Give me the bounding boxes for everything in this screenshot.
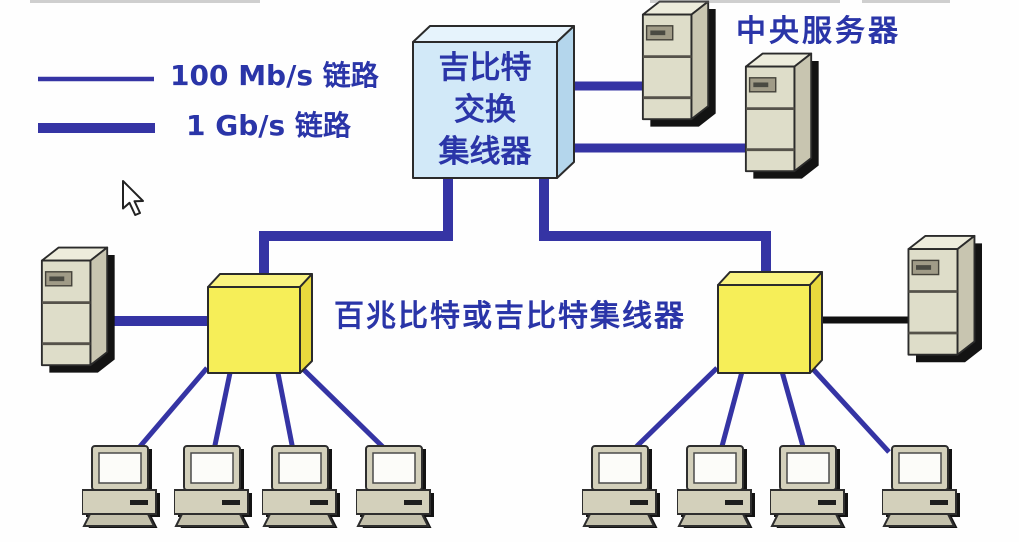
gigabit-switch-hub bbox=[412, 25, 575, 179]
link-left-hub-to-pc1 bbox=[135, 366, 209, 452]
hub-front-face bbox=[412, 41, 558, 179]
video-artifact bbox=[30, 0, 260, 3]
link-right-hub-to-pc7 bbox=[778, 367, 807, 451]
video-artifact bbox=[862, 0, 950, 3]
workstation-1 bbox=[82, 445, 161, 528]
link-left-hub-to-pc2 bbox=[211, 367, 234, 451]
link-left-hub-to-pc3 bbox=[274, 367, 296, 451]
gigabit-hub-label-line2: 交换 bbox=[454, 92, 516, 128]
workstation-4 bbox=[356, 445, 435, 528]
link-right-hub-to-pc8 bbox=[810, 366, 891, 454]
right-hub-top-face bbox=[717, 271, 823, 286]
central-server-1 bbox=[641, 0, 718, 129]
right-hub-front-face bbox=[717, 284, 811, 374]
gigabit-hub-label: 吉比特 交换 集线器 bbox=[413, 44, 557, 176]
central-server-2 bbox=[744, 52, 821, 181]
hub-side-face bbox=[556, 25, 575, 179]
legend-label-1gbps: 1 Gb/s 链路 bbox=[186, 109, 351, 142]
link-hub-to-left-hub bbox=[259, 170, 453, 292]
right-server bbox=[907, 234, 984, 364]
left-regional-hub bbox=[207, 273, 313, 374]
left-hub-top-face bbox=[207, 273, 313, 288]
workstation-6 bbox=[677, 445, 756, 528]
left-server bbox=[40, 246, 117, 375]
link-right-hub-to-pc5 bbox=[631, 366, 719, 452]
link-hub-to-right-hub bbox=[539, 170, 771, 292]
workstation-3 bbox=[262, 445, 341, 528]
left-hub-side-face bbox=[299, 273, 313, 374]
gigabit-hub-label-line3: 集线器 bbox=[438, 134, 532, 170]
workstation-5 bbox=[582, 445, 661, 528]
workstation-8 bbox=[882, 445, 961, 528]
central-servers-label: 中央服务器 bbox=[736, 14, 901, 49]
video-artifact bbox=[650, 0, 840, 3]
workstation-7 bbox=[770, 445, 849, 528]
workstation-2 bbox=[174, 445, 253, 528]
hub-top-face bbox=[412, 25, 575, 43]
right-hub-side-face bbox=[809, 271, 823, 374]
link-left-hub-to-pc4 bbox=[300, 366, 388, 452]
right-regional-hub bbox=[717, 271, 823, 374]
gigabit-hub-label-line1: 吉比特 bbox=[438, 50, 532, 86]
left-hub-front-face bbox=[207, 286, 301, 374]
mouse-cursor-icon bbox=[122, 180, 144, 216]
regional-hubs-label: 百兆比特或吉比特集线器 bbox=[334, 299, 686, 334]
legend-label-100mbps: 100 Mb/s 链路 bbox=[170, 59, 379, 92]
link-right-hub-to-pc6 bbox=[718, 367, 746, 451]
